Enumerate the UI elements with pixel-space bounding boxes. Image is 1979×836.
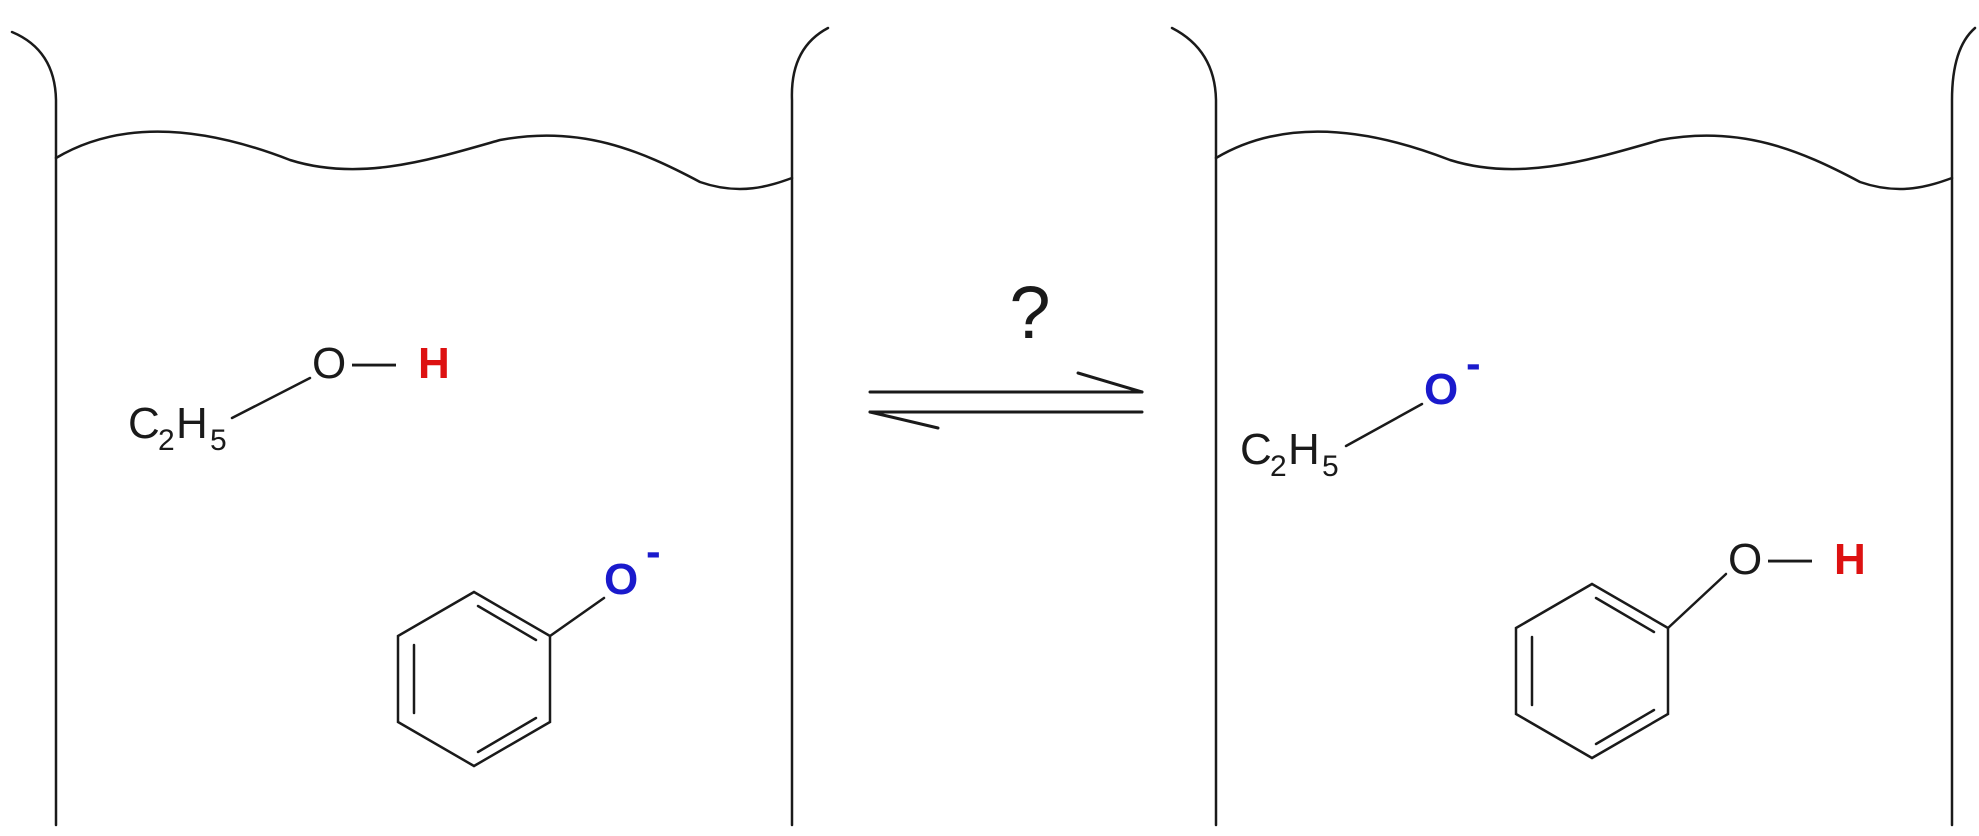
left-phenyl-o-bond (548, 596, 606, 638)
right-phenyl-o-bond (1666, 572, 1728, 630)
right-phenyl-o: O (1728, 535, 1762, 584)
left-ethyl-h-subscript: 5 (210, 424, 227, 457)
left-phenyl-o: O (604, 555, 638, 604)
left-benzene-double-bond-2 (476, 604, 538, 642)
left-beaker-liquid-surface (54, 130, 794, 191)
right-phenyl-acidic-h: H (1834, 535, 1866, 584)
left-ethyl-o-h-bond: — (352, 337, 396, 386)
right-beaker-right-wall (1950, 26, 1977, 827)
left-beaker-left-wall (10, 30, 58, 827)
right-ethyl-o: O (1424, 365, 1458, 414)
right-ethyl-c: C (1240, 425, 1272, 474)
reverse-arrow-barb (868, 410, 940, 430)
right-beaker-left-wall (1170, 26, 1218, 827)
right-beaker (1170, 26, 1977, 827)
left-ethyl-c: C (128, 399, 160, 448)
right-ethyl-c-subscript: 2 (1270, 450, 1287, 483)
right-ethyl-o-bond (1344, 402, 1424, 448)
right-ethyl-charge: - (1466, 339, 1481, 388)
right-benzene-double-bond-2 (1594, 596, 1656, 634)
left-ethyl-o: O (312, 339, 346, 388)
left-beaker (10, 26, 830, 827)
equilibrium-arrows: ? (868, 271, 1144, 430)
left-ethyl-acidic-h: H (418, 339, 450, 388)
left-phenoxide-molecule: O - (396, 527, 661, 768)
left-phenyl-charge: - (646, 527, 661, 576)
right-phenol-molecule: O — H (1514, 533, 1866, 760)
right-ethoxide-molecule: C 2 H 5 O - (1240, 339, 1481, 483)
right-benzene-ring (1514, 582, 1670, 760)
forward-arrow-barb (1076, 371, 1144, 394)
equilibrium-question-mark: ? (1009, 271, 1050, 354)
right-ethyl-h-subscript: 5 (1322, 450, 1339, 483)
left-ethyl-o-bond (230, 376, 312, 420)
left-ethyl-c-subscript: 2 (158, 424, 175, 457)
right-phenyl-o-h-bond: — (1768, 533, 1812, 582)
left-ethanol-molecule: C 2 H 5 O — H (128, 337, 450, 457)
left-beaker-right-wall (790, 26, 830, 827)
left-ethyl-h: H (176, 399, 208, 448)
right-benzene-double-bond-3 (1594, 708, 1656, 746)
right-beaker-liquid-surface (1214, 130, 1954, 191)
left-benzene-ring (396, 590, 552, 768)
left-benzene-double-bond-3 (476, 716, 538, 754)
right-ethyl-h: H (1288, 425, 1320, 474)
